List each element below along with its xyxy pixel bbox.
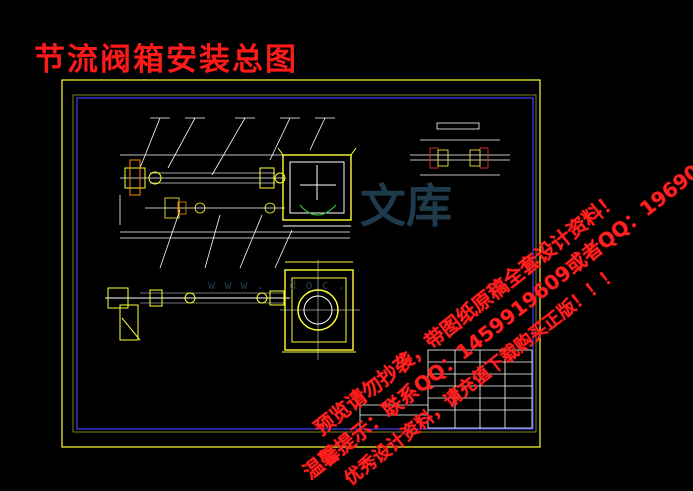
inner-frame	[76, 97, 534, 430]
plan-view	[105, 260, 360, 360]
detail-view	[410, 122, 510, 176]
outer-frame	[61, 79, 541, 448]
shaft-row-2	[119, 195, 285, 225]
watermark-url: www. doc.	[208, 278, 355, 292]
title-block	[359, 349, 533, 429]
watermark-logo: 文库	[360, 179, 452, 233]
elevation-view	[120, 117, 350, 269]
valve-box-elevation	[277, 147, 357, 227]
actuator-top	[124, 159, 286, 196]
drawing-title: 节流阀箱安装总图	[34, 42, 298, 78]
